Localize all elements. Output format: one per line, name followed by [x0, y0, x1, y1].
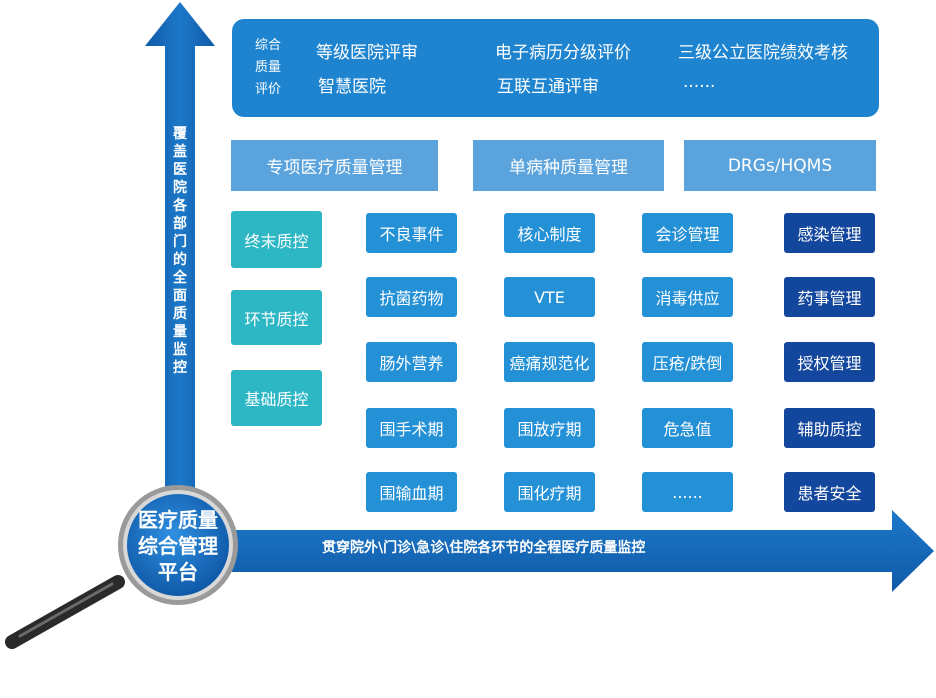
item-box: 抗菌药物	[366, 277, 457, 317]
item-box: 感染管理	[784, 213, 875, 253]
control-level-terminal: 终末质控	[231, 211, 322, 268]
evaluation-item: ......	[683, 72, 716, 92]
evaluation-item: 电子病历分级评价	[495, 43, 631, 63]
item-box: 药事管理	[784, 277, 875, 317]
evaluation-item: 等级医院评审	[316, 43, 418, 63]
item-box: 辅助质控	[784, 408, 875, 448]
category-drgs-hqms: DRGs/HQMS	[684, 140, 876, 191]
item-box: 压疮/跌倒	[642, 342, 733, 382]
horizontal-axis-arrow	[195, 510, 934, 592]
item-box: 危急值	[642, 408, 733, 448]
evaluation-item: 智慧医院	[318, 77, 386, 97]
control-level-basic: 基础质控	[231, 370, 322, 426]
comprehensive-evaluation-panel: 综合 质量 评价 等级医院评审 电子病历分级评价 三级公立医院绩效考核 智慧医院…	[232, 19, 879, 117]
item-box: 围化疗期	[504, 472, 595, 512]
item-box: 会诊管理	[642, 213, 733, 253]
vertical-axis-arrow	[145, 2, 215, 520]
magnifier-lens	[127, 494, 229, 596]
category-single-disease: 单病种质量管理	[473, 140, 664, 191]
item-box: ......	[642, 472, 733, 512]
item-box: 授权管理	[784, 342, 875, 382]
item-box: 围放疗期	[504, 408, 595, 448]
comprehensive-evaluation-label: 综合 质量 评价	[254, 38, 281, 97]
item-box: 肠外营养	[366, 342, 457, 382]
evaluation-item: 互联互通评审	[497, 77, 599, 97]
horizontal-axis-label: 贯穿院外\门诊\急诊\住院各环节的全程医疗质量监控	[322, 540, 646, 556]
item-box: 消毒供应	[642, 277, 733, 317]
platform-title: 医疗质量 综合管理 平台	[138, 508, 218, 584]
item-box: 癌痛规范化	[504, 342, 595, 382]
control-level-process: 环节质控	[231, 290, 322, 345]
evaluation-item: 三级公立医院绩效考核	[678, 43, 848, 63]
category-special-quality: 专项医疗质量管理	[231, 140, 438, 191]
item-box: 围手术期	[366, 408, 457, 448]
item-box: 不良事件	[366, 213, 457, 253]
vertical-axis-label: 覆 盖 医 院 各 部 门 的 全 面 质 量 监 控	[173, 126, 187, 376]
item-box: VTE	[504, 277, 595, 317]
item-box: 核心制度	[504, 213, 595, 253]
item-box: 患者安全	[784, 472, 875, 512]
item-box: 围输血期	[366, 472, 457, 512]
